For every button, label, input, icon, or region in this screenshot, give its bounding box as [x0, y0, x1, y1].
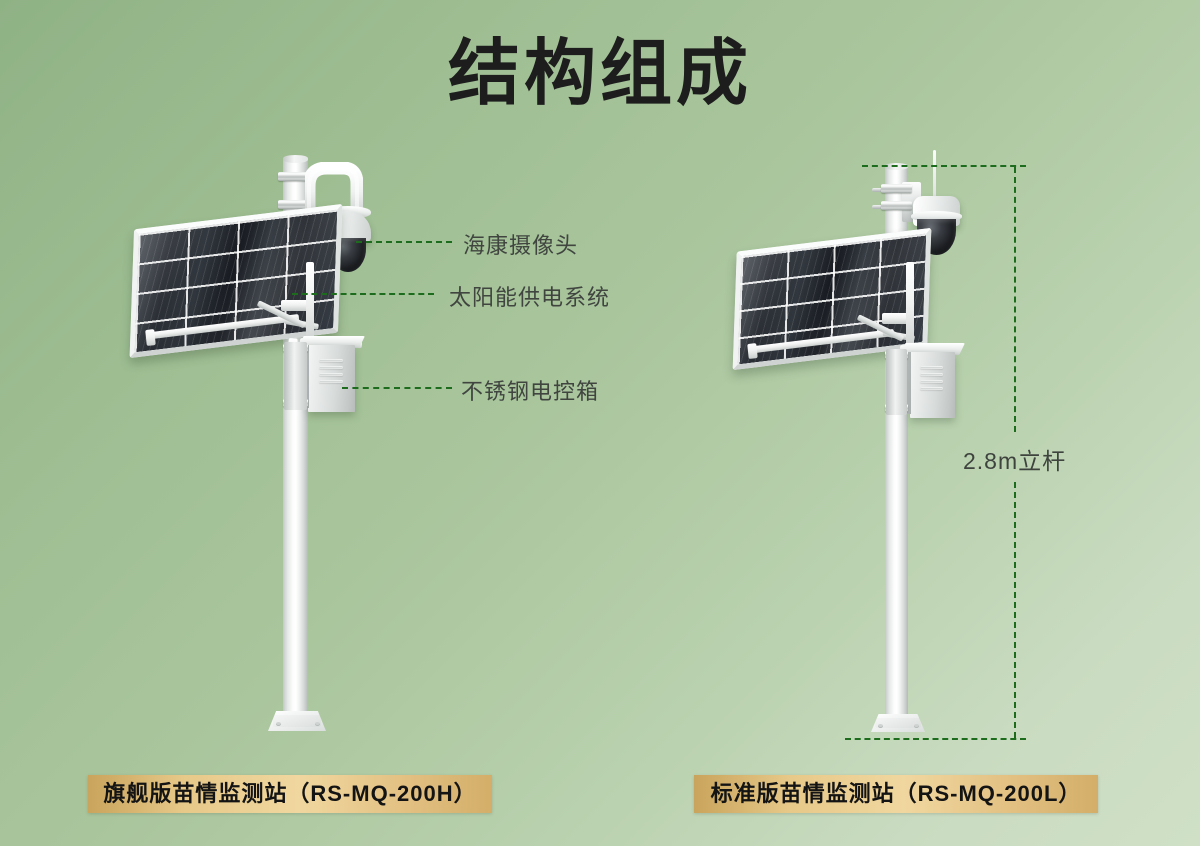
caption-bar-standard: 标准版苗情监测站（RS-MQ-200L）	[694, 775, 1098, 813]
base-bolt	[276, 722, 281, 726]
leader-line-camera	[356, 241, 452, 243]
control-box	[308, 345, 355, 412]
base-plate	[871, 714, 925, 732]
control-box-vent	[920, 366, 943, 369]
product-illustration-flagship	[0, 0, 600, 760]
control-box-vent	[319, 366, 343, 369]
callout-label-control-box: 不锈钢电控箱	[461, 379, 600, 404]
camera-gooseneck-arm	[302, 161, 364, 227]
pole-sleeve	[284, 342, 307, 410]
control-box-vent	[319, 373, 343, 376]
pole-sleeve	[886, 349, 907, 415]
dimension-line-vertical-lower	[1014, 482, 1016, 738]
dimension-line-top	[862, 165, 1026, 167]
control-box-vent	[920, 380, 943, 383]
dimension-line-vertical-upper	[1014, 167, 1016, 432]
base-plate	[268, 711, 326, 731]
control-box-vent	[319, 380, 343, 383]
control-box-lid	[297, 336, 365, 347]
box-support-post	[906, 262, 914, 354]
control-box	[910, 352, 955, 418]
leader-line-solar	[292, 293, 434, 295]
callout-label-solar: 太阳能供电系统	[449, 285, 611, 310]
camera-clamp-upper	[278, 172, 313, 181]
camera-clamp-lower	[881, 201, 912, 210]
panel-mount-collar	[882, 313, 910, 324]
product-illustration-standard	[600, 0, 1200, 760]
panel-mount-collar	[281, 300, 310, 311]
camera-antenna	[933, 150, 936, 208]
box-support-post	[306, 262, 314, 348]
control-box-lid	[899, 343, 965, 354]
pole-cap	[283, 155, 308, 163]
dimension-line-bottom	[845, 738, 1026, 740]
leader-line-control-box	[342, 387, 452, 389]
camera-clamp-lower	[278, 200, 313, 209]
camera-clamp-upper	[881, 184, 912, 193]
caption-bar-flagship: 旗舰版苗情监测站（RS-MQ-200H）	[88, 775, 492, 813]
base-bolt	[315, 722, 320, 726]
base-bolt	[914, 724, 919, 728]
callout-label-camera: 海康摄像头	[463, 233, 579, 258]
camera-collar	[911, 211, 962, 222]
control-box-vent	[920, 387, 943, 390]
control-box-vent	[319, 359, 343, 362]
panel-foot-left	[747, 343, 758, 359]
control-box-vent	[920, 373, 943, 376]
base-bolt	[878, 724, 883, 728]
panel-foot-left	[145, 329, 156, 346]
page-title: 结构组成	[447, 34, 752, 114]
dimension-label: 2.8m立杆	[963, 448, 1067, 474]
